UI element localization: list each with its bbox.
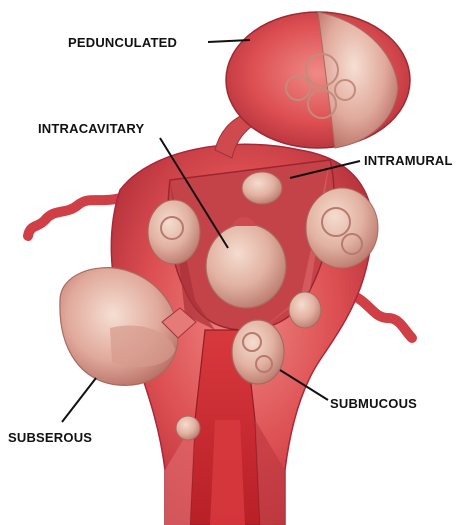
intramural-fibroid-left xyxy=(148,200,200,264)
label-pedunculated: PEDUNCULATED xyxy=(68,35,177,50)
label-submucous: SUBMUCOUS xyxy=(330,396,417,411)
submucous-fibroid xyxy=(232,320,284,384)
intracavitary-fibroid xyxy=(206,224,286,308)
intramural-fibroid-lower-right xyxy=(289,292,321,328)
cervical-canal-inner xyxy=(210,420,245,525)
leader-subserous xyxy=(62,378,96,422)
label-subserous: SUBSEROUS xyxy=(8,430,92,445)
intramural-fibroid-small xyxy=(242,172,282,204)
intramural-fibroid-right xyxy=(306,188,378,268)
cervical-fibroid xyxy=(176,416,200,440)
label-intramural: INTRAMURAL xyxy=(364,153,453,168)
label-intracavitary: INTRACAVITARY xyxy=(38,121,144,136)
